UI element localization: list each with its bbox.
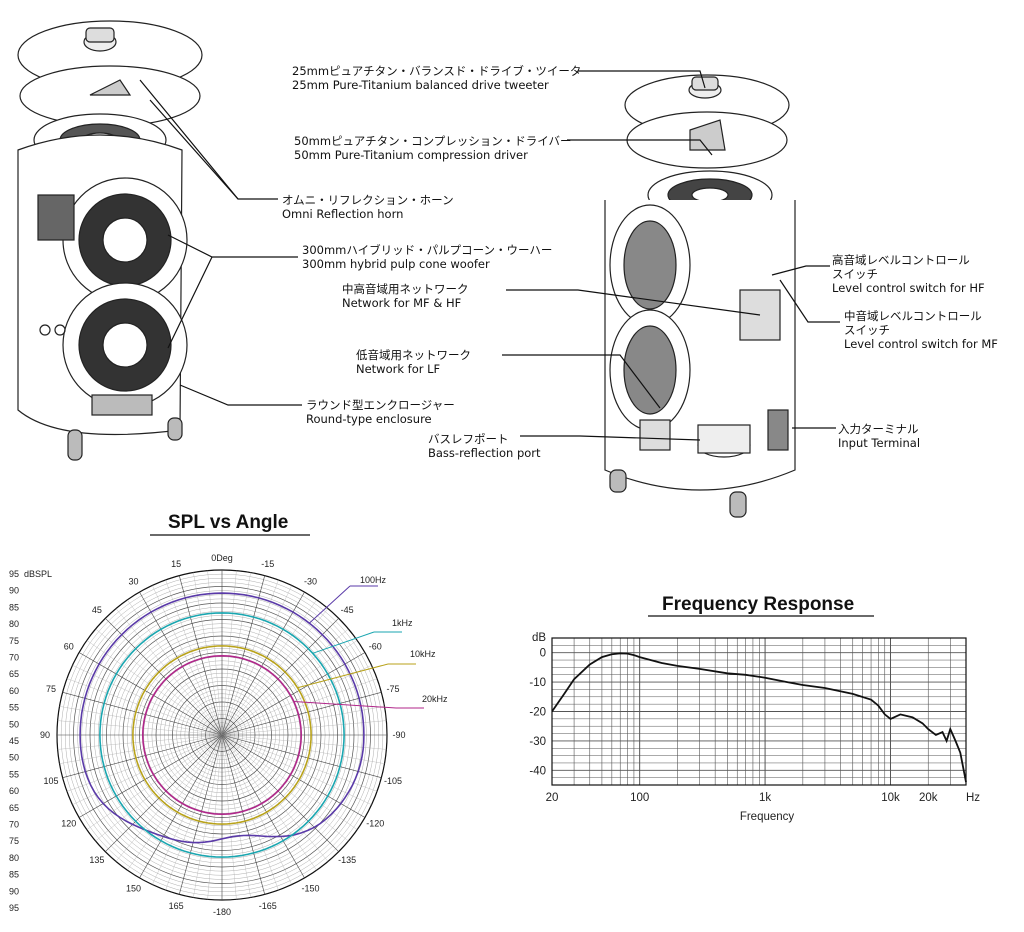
polar-angle-tick: -120 — [366, 819, 384, 829]
polar-series-label: 100Hz — [360, 575, 387, 585]
freq-y-tick: -20 — [529, 707, 546, 719]
polar-series-100Hz — [79, 592, 365, 844]
leader-lines — [139, 70, 840, 441]
polar-angle-tick: -30 — [304, 577, 317, 587]
polar-radial-tick: 60 — [9, 786, 19, 796]
freq-x-tick: 100 — [630, 792, 649, 804]
polar-angle-tick: 135 — [89, 855, 104, 865]
polar-series-10kHz — [132, 645, 312, 825]
polar-radial-tick: 55 — [9, 703, 19, 713]
polar-radial-tick: 50 — [9, 753, 19, 763]
freq-x-tick: 10k — [881, 792, 900, 804]
polar-angle-tick: 165 — [169, 901, 184, 911]
polar-radial-tick: 95 — [9, 569, 19, 579]
freq-chart-title: Frequency Response — [662, 594, 855, 615]
freq-x-tick: 20 — [546, 792, 559, 804]
polar-series-label: 1kHz — [392, 618, 413, 628]
polar-angle-tick: -45 — [341, 605, 354, 615]
polar-radial-tick: 75 — [9, 636, 19, 646]
polar-angle-tick: 15 — [171, 559, 181, 569]
polar-angle-tick: -60 — [369, 642, 382, 652]
polar-radial-tick: 50 — [9, 719, 19, 729]
right-speaker-drawing — [604, 74, 796, 518]
polar-angle-tick: 0Deg — [211, 553, 233, 563]
polar-angle-tick: -150 — [301, 883, 319, 893]
polar-angle-tick: 75 — [46, 684, 56, 694]
polar-angle-tick: -75 — [386, 684, 399, 694]
polar-angle-tick: 45 — [92, 605, 102, 615]
polar-series-20kHz — [141, 654, 303, 816]
freq-response-line — [551, 652, 967, 783]
polar-radial-tick: 90 — [9, 586, 19, 596]
polar-angle-tick: 105 — [44, 776, 59, 786]
polar-radial-tick: 85 — [9, 602, 19, 612]
polar-angle-tick: 150 — [126, 883, 141, 893]
polar-angle-tick: -15 — [261, 559, 274, 569]
polar-unit-label: dBSPL — [24, 569, 52, 579]
polar-series-1kHz — [99, 612, 345, 858]
polar-angle-tick: 120 — [61, 819, 76, 829]
polar-radial-tick: 85 — [9, 870, 19, 880]
polar-radial-tick: 90 — [9, 886, 19, 896]
polar-radial-tick: 55 — [9, 769, 19, 779]
polar-chart-title: SPL vs Angle — [168, 512, 289, 533]
freq-x-tick: Hz — [966, 792, 980, 804]
freq-y-tick: 0 — [540, 648, 546, 660]
freq-xlabel: Frequency — [740, 811, 795, 823]
polar-angle-tick: 30 — [128, 577, 138, 587]
polar-angle-tick: -135 — [338, 855, 356, 865]
polar-radial-tick: 65 — [9, 669, 19, 679]
freq-x-tick: 1k — [759, 792, 771, 804]
polar-radial-tick: 45 — [9, 736, 19, 746]
polar-series-label: 10kHz — [410, 649, 436, 659]
polar-angle-tick: 90 — [40, 730, 50, 740]
polar-angle-tick: -165 — [259, 901, 277, 911]
polar-angle-tick: -90 — [392, 730, 405, 740]
polar-radial-tick: 65 — [9, 803, 19, 813]
freq-ylabel: dB — [532, 632, 546, 644]
polar-radial-tick: 70 — [9, 653, 19, 663]
polar-radial-tick: 80 — [9, 853, 19, 863]
polar-radial-tick: 60 — [9, 686, 19, 696]
freq-y-tick: -30 — [529, 736, 546, 748]
polar-series-label: 20kHz — [422, 694, 448, 704]
polar-angle-tick: 60 — [64, 642, 74, 652]
freq-x-tick: 20k — [919, 792, 938, 804]
freq-y-tick: -40 — [529, 765, 546, 777]
left-speaker-drawing — [17, 20, 203, 461]
polar-radial-tick: 75 — [9, 836, 19, 846]
polar-angle-tick: -180 — [213, 907, 231, 917]
polar-angle-tick: -105 — [384, 776, 402, 786]
polar-radial-tick: 70 — [9, 820, 19, 830]
freq-y-tick: -10 — [529, 677, 546, 689]
polar-radial-tick: 95 — [9, 903, 19, 913]
polar-radial-tick: 80 — [9, 619, 19, 629]
